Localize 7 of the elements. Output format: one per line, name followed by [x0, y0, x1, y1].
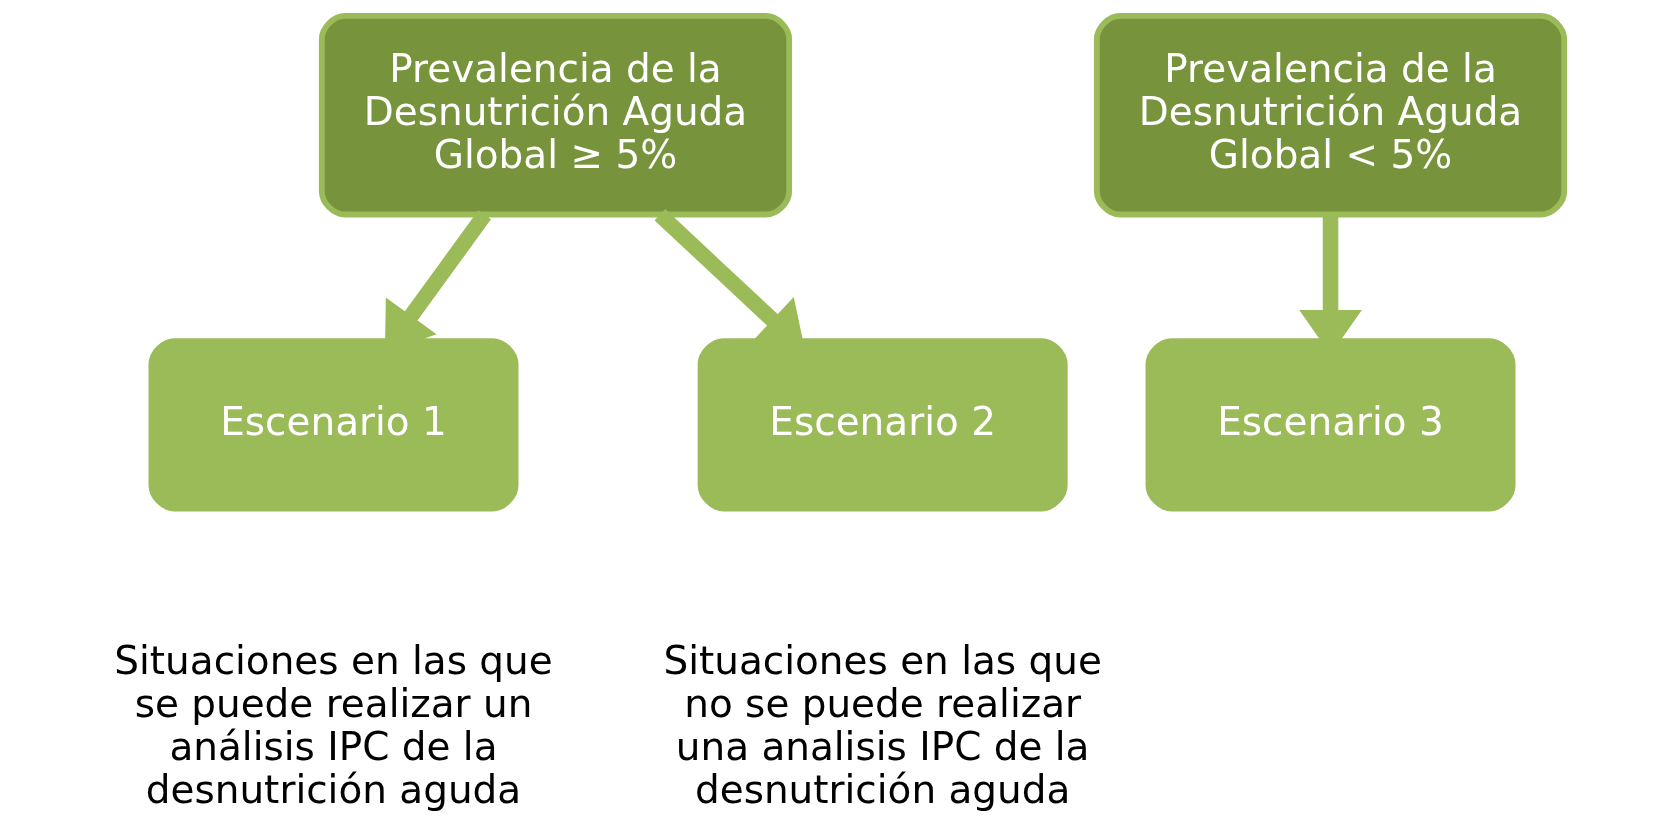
node-box: Escenario 3 — [1145, 338, 1516, 512]
node-label: Situaciones en las que no se puede realizar una analisis IPC de la desnutrición aguda — [662, 638, 1102, 812]
node-box: Escenario 2 — [697, 338, 1068, 512]
node-label: Situaciones en las que se puede realizar un análisis IPC de la desnutrición aguda — [113, 638, 553, 812]
node-box: Prevalencia de la Desnutrición Aguda Global < 5% — [1093, 13, 1567, 218]
node-box: Prevalencia de la Desnutrición Aguda Global ≥ 5% — [318, 13, 792, 218]
node-box: Escenario 1 — [148, 338, 518, 512]
